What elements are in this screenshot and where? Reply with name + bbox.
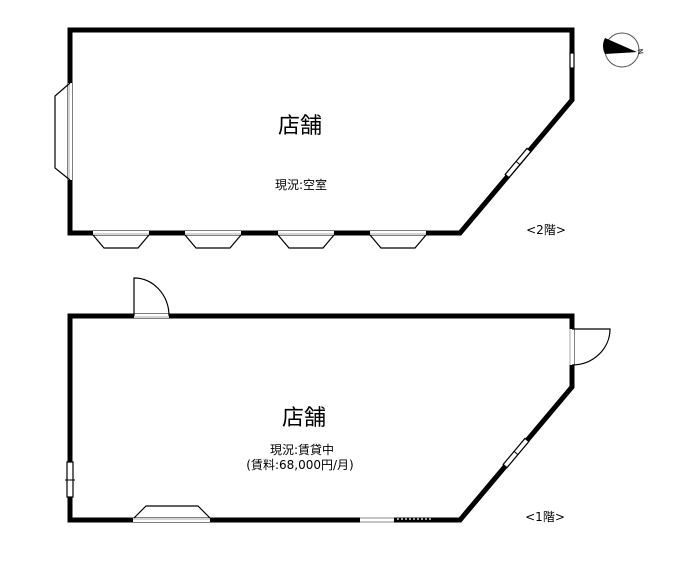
floor2-diagonal-window [504, 147, 532, 179]
floor2-right-window [569, 52, 575, 69]
floor1-bottom-bay-window [133, 505, 211, 522]
compass-label: N [636, 48, 645, 55]
bay-window [92, 231, 150, 249]
floor1-room-name: 店舗 [281, 406, 327, 431]
floor2-plan [54, 27, 575, 249]
floor1-rent: (賃料:68,000円/月) [246, 458, 354, 472]
floor1-left-window [65, 461, 75, 498]
floor1-status: 現況:賃貸中 [269, 443, 335, 457]
floor2-bottom-bay-windows [92, 231, 427, 249]
floor2-label: <2階> [526, 223, 566, 237]
bay-window [277, 231, 335, 249]
floor2-room-name: 店舗 [277, 114, 323, 139]
floor1-label: <1階> [525, 510, 565, 524]
floor2-left-bay-window [54, 82, 72, 181]
bay-window [369, 231, 427, 249]
floor1-bottom-window [360, 517, 431, 523]
floor1-plan [65, 277, 611, 523]
floor1-top-door [133, 277, 170, 318]
bay-window [184, 231, 242, 249]
floor1-diagonal-window [502, 437, 530, 469]
north-arrow-icon: N [603, 32, 645, 68]
floor2-status: 現況:空室 [274, 178, 328, 192]
floor1-right-door [569, 328, 611, 366]
